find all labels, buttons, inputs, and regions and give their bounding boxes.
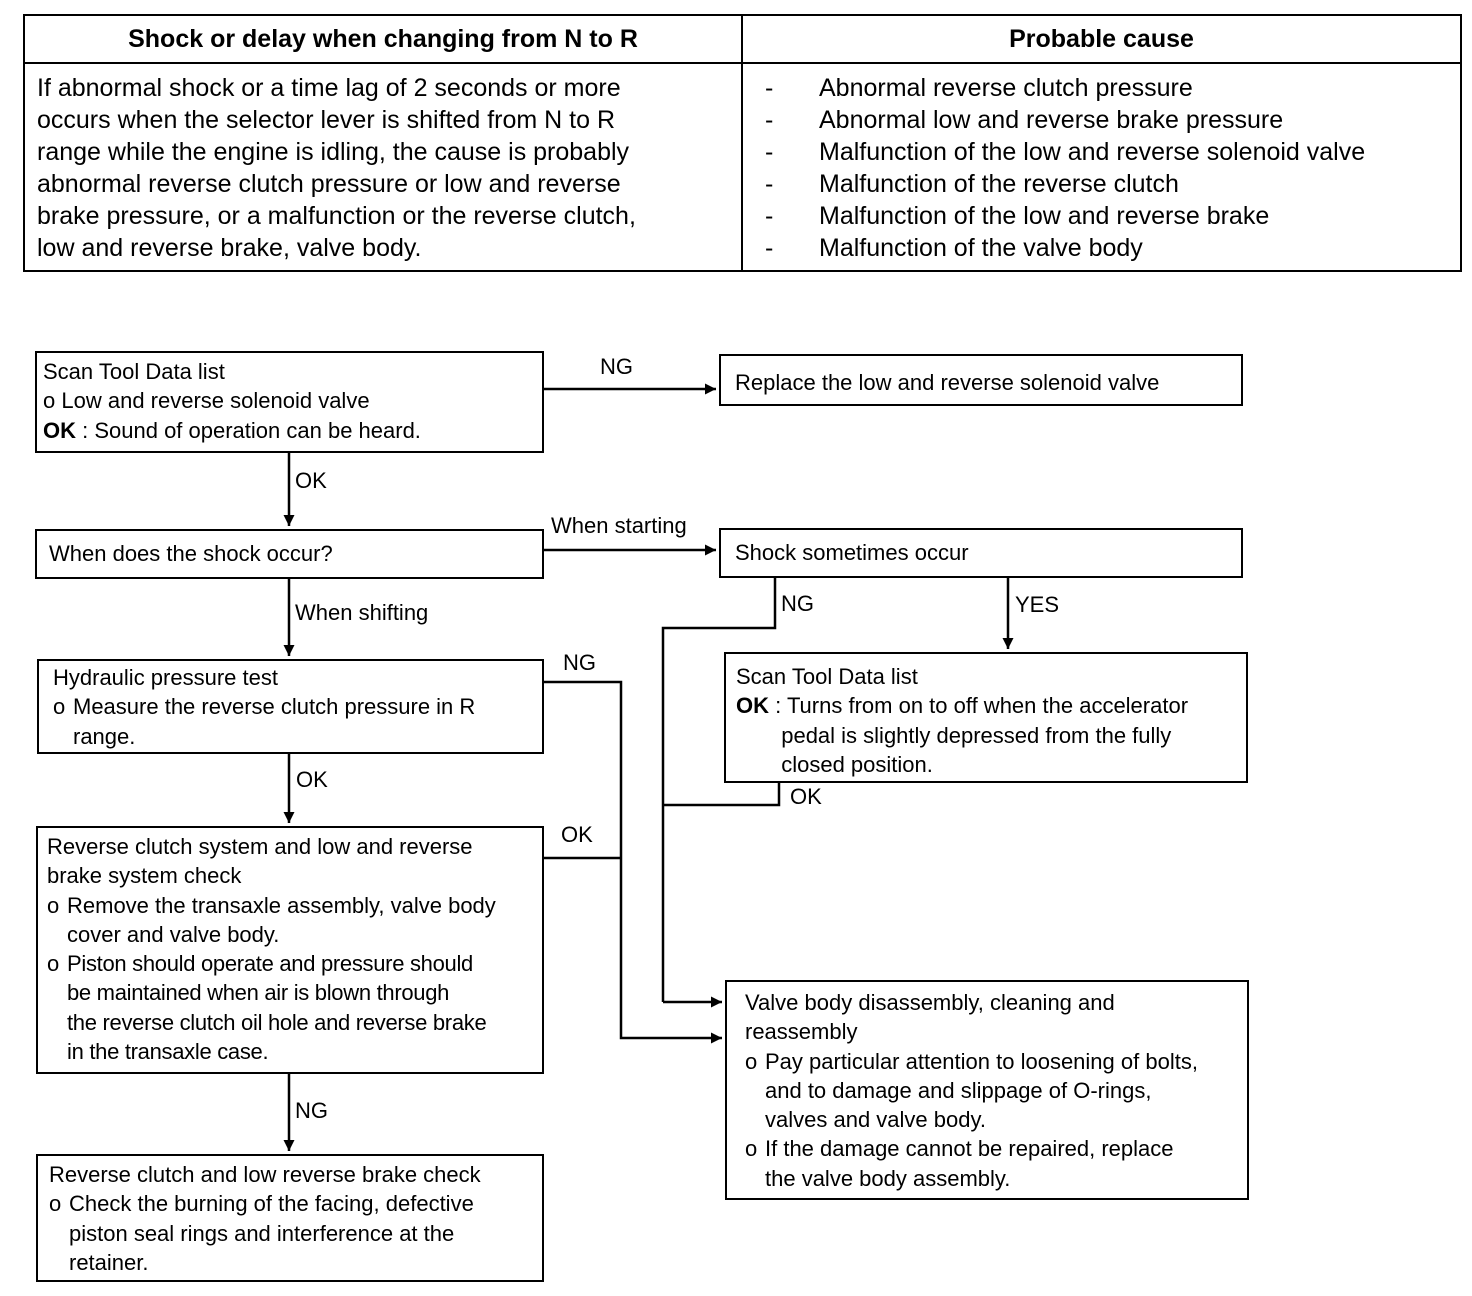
scan-tool-box-1-ok-text: : Sound of operation can be heard.: [76, 417, 421, 443]
scan-tool-box-2-ok-text: : Turns from on to off when the accelera…: [775, 693, 1189, 777]
bullet-mark: o: [43, 388, 56, 414]
scan-tool-box-1-bullet-row: o Low and reverse solenoid valve: [43, 386, 536, 415]
cause-item: - Abnormal low and reverse brake pressure: [755, 104, 1448, 136]
probable-cause-header: Probable cause: [741, 14, 1462, 64]
dash-marker: -: [765, 74, 774, 102]
bullet-mark: o: [47, 951, 60, 977]
cause-text: Malfunction of the low and reverse brake: [819, 202, 1270, 230]
dash-marker: -: [765, 106, 774, 134]
bullet-mark: o: [49, 1191, 62, 1217]
scan-tool-box-2-title: Scan Tool Data list: [736, 664, 918, 689]
scan-tool-box-2-ok-row: OK : Turns from on to off when the accel…: [736, 691, 1236, 779]
label-ng-system: NG: [295, 1098, 328, 1123]
when-shock-box: When does the shock occur?: [35, 529, 544, 579]
hydraulic-test-box: Hydraulic pressure test o Measure the re…: [37, 659, 544, 754]
hydraulic-test-title: Hydraulic pressure test: [53, 665, 278, 690]
reverse-system-bullet-1: o Remove the transaxle assembly, valve b…: [47, 891, 538, 950]
scan-tool-box-1: Scan Tool Data list o Low and reverse so…: [35, 351, 544, 453]
valve-body-bullet-1: o Pay particular attention to loosening …: [745, 1047, 1243, 1135]
dash-marker: -: [765, 138, 774, 166]
cause-text: Malfunction of the reverse clutch: [819, 170, 1179, 198]
bullet-mark: o: [53, 694, 66, 720]
dash-marker: -: [765, 170, 774, 198]
label-when-starting: When starting: [551, 513, 687, 538]
reverse-brake-check-box: Reverse clutch and low reverse brake che…: [36, 1154, 544, 1282]
dash-marker: -: [765, 202, 774, 230]
label-yes-shock: YES: [1015, 592, 1060, 617]
reverse-brake-check-bullet: o Check the burning of the facing, defec…: [49, 1189, 538, 1277]
replace-solenoid-box: Replace the low and reverse solenoid val…: [719, 354, 1243, 406]
label-ok-scan2: OK: [790, 784, 822, 809]
scan-tool-box-1-bullet: Low and reverse solenoid valve: [61, 388, 370, 414]
line-scan2-ok: [663, 783, 781, 807]
dash-marker: -: [765, 234, 774, 262]
scan-tool-box-1-title: Scan Tool Data list: [43, 359, 225, 384]
cause-text: Abnormal reverse clutch pressure: [819, 74, 1193, 102]
reverse-system-bullet-1-text: Remove the transaxle assembly, valve bod…: [67, 892, 496, 947]
reverse-brake-check-title: Reverse clutch and low reverse brake che…: [49, 1162, 481, 1187]
label-ok-box1: OK: [295, 468, 327, 493]
shock-sometimes-text: Shock sometimes occur: [735, 540, 969, 565]
ok-label: OK: [43, 417, 76, 443]
causes-cell: - Abnormal reverse clutch pressure - Abnorm…: [741, 62, 1462, 272]
cause-item: - Malfunction of the valve body: [755, 232, 1448, 264]
cause-item: - Malfunction of the low and reverse brak…: [755, 200, 1448, 232]
shock-sometimes-box: Shock sometimes occur: [719, 528, 1243, 578]
hydraulic-test-bullet-row: o Measure the reverse clutch pressure in…: [53, 692, 532, 751]
cause-table: Shock or delay when changing from N to R…: [23, 14, 1462, 272]
label-ok-system: OK: [561, 822, 593, 847]
bullet-mark: o: [745, 1136, 758, 1162]
label-when-shifting: When shifting: [295, 600, 429, 625]
symptom-header: Shock or delay when changing from N to R: [23, 14, 743, 64]
reverse-system-check-box: Reverse clutch system and low and revers…: [36, 826, 544, 1074]
cause-text: Malfunction of the valve body: [819, 234, 1143, 262]
label-ng-hydraulic: NG: [563, 650, 596, 675]
replace-solenoid-text: Replace the low and reverse solenoid val…: [735, 370, 1160, 395]
bullet-mark: o: [47, 892, 60, 918]
bullet-mark: o: [745, 1048, 758, 1074]
valve-body-bullet-1-text: Pay particular attention to loosening of…: [765, 1048, 1198, 1133]
label-ok-hydraulic: OK: [296, 767, 328, 792]
reverse-brake-check-bullet-text: Check the burning of the facing, defecti…: [69, 1191, 474, 1275]
scan-tool-box-1-ok-row: OK : Sound of operation can be heard.: [43, 416, 536, 445]
scan-tool-box-2: Scan Tool Data list OK : Turns from on t…: [724, 652, 1248, 783]
ok-label: OK: [736, 693, 769, 719]
when-shock-text: When does the shock occur?: [49, 541, 333, 566]
valve-body-bullet-2: o If the damage cannot be repaired, repl…: [745, 1134, 1243, 1193]
symptom-description: If abnormal shock or a time lag of 2 sec…: [37, 74, 636, 262]
cause-text: Abnormal low and reverse brake pressure: [819, 106, 1284, 134]
label-ng-shock: NG: [781, 591, 814, 616]
cause-item: - Malfunction of the reverse clutch: [755, 168, 1448, 200]
cause-item: - Abnormal reverse clutch pressure: [755, 72, 1448, 104]
line-hydraulic-ng: [543, 680, 722, 1044]
reverse-system-bullet-2-text: Piston should operate and pressure shoul…: [67, 951, 487, 1065]
cause-text: Malfunction of the low and reverse solen…: [819, 138, 1366, 166]
causes-list: - Abnormal reverse clutch pressure - Abnorm…: [755, 72, 1448, 264]
line-shock-ng: [661, 578, 777, 1002]
cause-item: - Malfunction of the low and reverse sole…: [755, 136, 1448, 168]
valve-body-title: Valve body disassembly, cleaning and rea…: [745, 990, 1115, 1045]
symptom-description-cell: If abnormal shock or a time lag of 2 sec…: [23, 62, 743, 272]
hydraulic-test-bullet: Measure the reverse clutch pressure in R…: [73, 694, 476, 749]
valve-body-box: Valve body disassembly, cleaning and rea…: [725, 980, 1249, 1200]
reverse-system-check-title: Reverse clutch system and low and revers…: [47, 834, 473, 889]
valve-body-bullet-2-text: If the damage cannot be repaired, replac…: [765, 1136, 1174, 1191]
reverse-system-bullet-2: o Piston should operate and pressure sho…: [47, 949, 538, 1066]
label-ng-box1: NG: [600, 354, 633, 379]
